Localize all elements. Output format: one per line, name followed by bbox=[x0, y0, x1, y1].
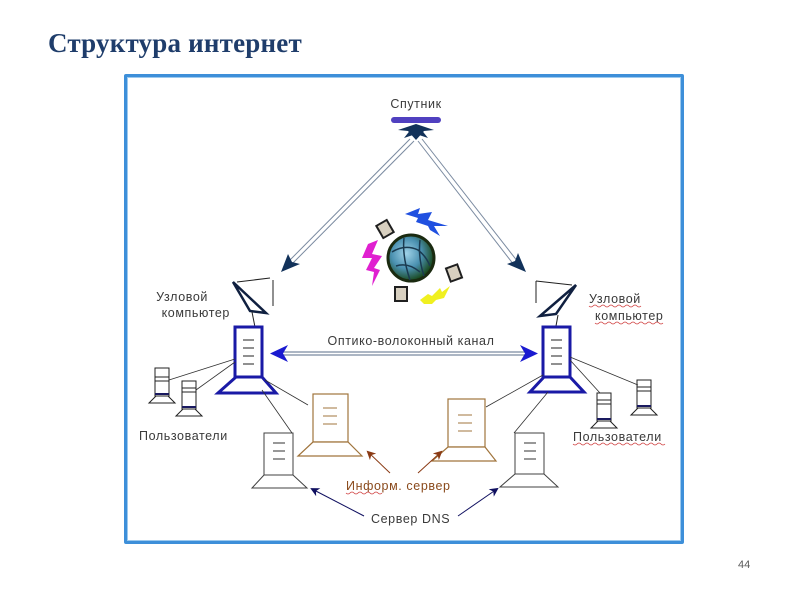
page-number: 44 bbox=[738, 559, 751, 571]
satellite-dish-icon bbox=[535, 280, 578, 327]
user-computer-icon bbox=[629, 379, 659, 416]
node-computer-label-right-line1: Узловой bbox=[589, 292, 641, 306]
info-server-icon bbox=[430, 398, 498, 462]
fiber-optic-link bbox=[270, 345, 538, 362]
node-computer-label-left-line1: Узловой bbox=[156, 290, 208, 304]
lightning-icon bbox=[362, 240, 382, 286]
user-computer-icon bbox=[589, 392, 619, 429]
node-computer-label-right-line2: компьютер bbox=[595, 309, 663, 323]
user-computer-icon bbox=[174, 380, 204, 417]
info-server-label: Информ. сервер bbox=[346, 479, 451, 493]
users-label-right: Пользователи bbox=[573, 430, 662, 444]
fiber-channel-label: Оптико-волоконный канал bbox=[328, 334, 495, 348]
info-server-icon bbox=[296, 393, 364, 457]
lightning-icon bbox=[405, 208, 448, 236]
satellite-link-right bbox=[417, 138, 526, 272]
diagram-frame bbox=[124, 74, 684, 544]
satellite-link-left bbox=[281, 138, 415, 272]
satellite-icon bbox=[391, 117, 441, 140]
node-computer-icon bbox=[526, 325, 588, 394]
dns-server-icon bbox=[498, 432, 560, 488]
users-label-left: Пользователи bbox=[139, 429, 228, 443]
lightning-icon bbox=[420, 286, 450, 304]
slide-title: Структура интернет bbox=[48, 28, 302, 58]
dns-server-icon bbox=[250, 432, 309, 489]
node-computer-label-left-line2: компьютер bbox=[162, 306, 230, 320]
node-computer-icon bbox=[214, 325, 280, 395]
satellite-dish-icon bbox=[231, 277, 274, 328]
globe-icon bbox=[374, 218, 464, 302]
user-computer-icon bbox=[147, 367, 177, 404]
satellite-label: Спутник bbox=[390, 97, 441, 111]
dns-server-label: Сервер DNS bbox=[371, 512, 450, 526]
